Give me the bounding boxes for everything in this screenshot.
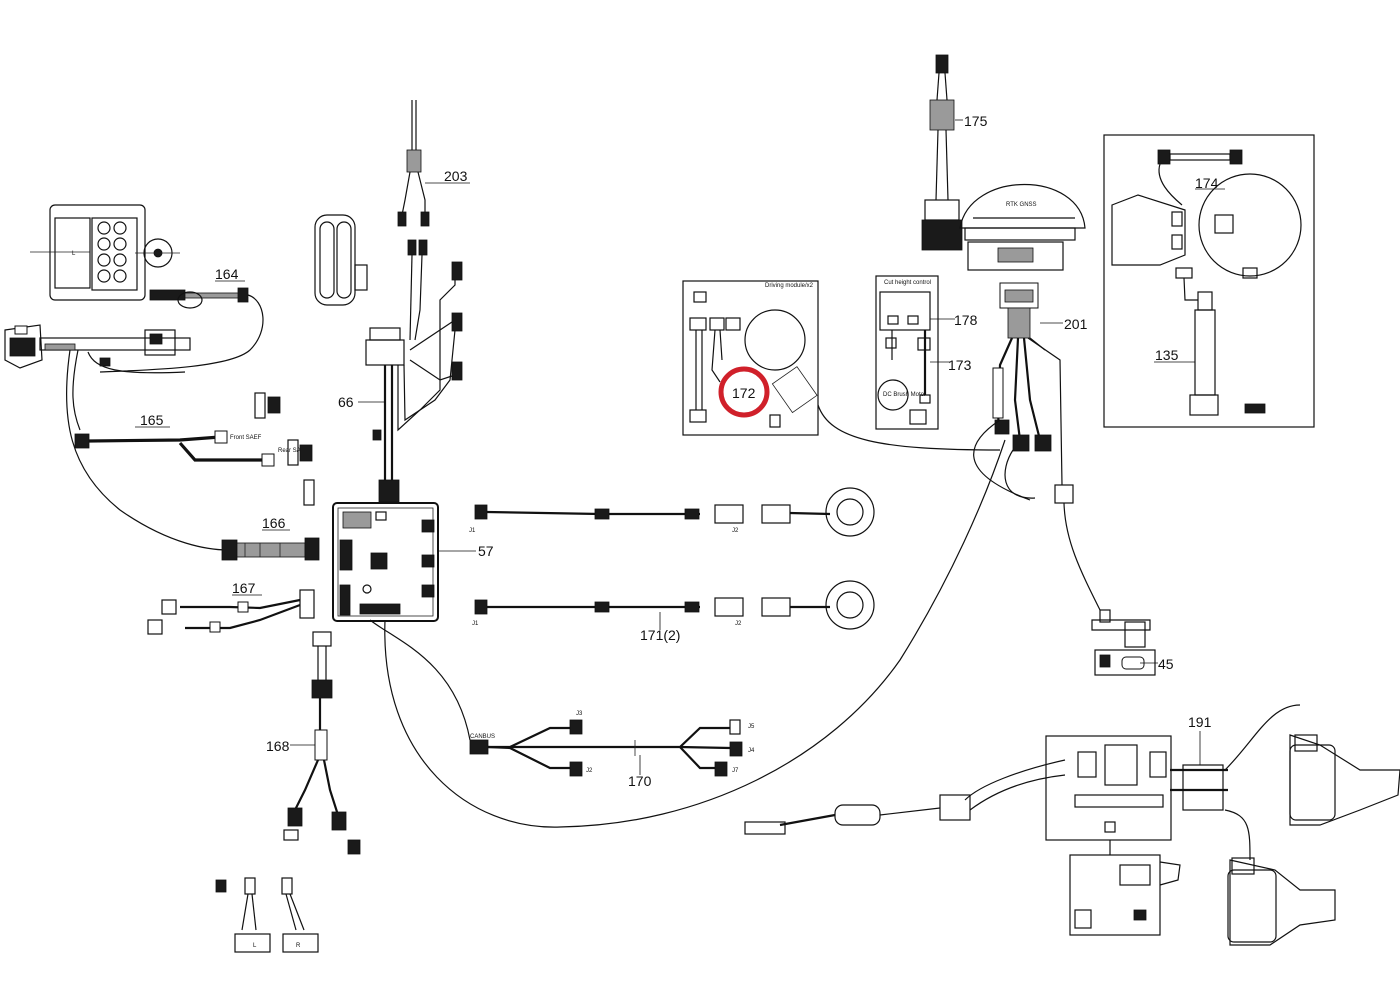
connector-j2-top: J2 xyxy=(732,528,739,534)
connector-j3: J3 xyxy=(576,711,583,717)
connector-j1-bottom: J1 xyxy=(472,621,479,627)
label-173: 173 xyxy=(948,357,972,373)
part-45 xyxy=(1091,609,1156,676)
label-178: 178 xyxy=(954,312,978,328)
label-171: 171(2) xyxy=(640,627,680,643)
driving-module-title: Driving module/x2 xyxy=(765,283,814,289)
long-harness-arc xyxy=(384,439,1006,828)
label-L: L xyxy=(253,943,257,949)
label-191: 191 xyxy=(1188,714,1212,730)
label-166: 166 xyxy=(262,515,286,531)
cable-164 xyxy=(99,287,264,373)
dc-motor-label: DC Brush Motor xyxy=(883,392,926,398)
label-66: 66 xyxy=(338,394,354,410)
label-167: 167 xyxy=(232,580,256,596)
cable-191-assembly xyxy=(744,704,1400,946)
cable-168 xyxy=(283,631,361,855)
left-connector-assembly xyxy=(4,324,229,551)
label-57: 57 xyxy=(478,543,494,559)
connector-j7: J7 xyxy=(732,768,739,774)
label-174: 174 xyxy=(1195,175,1219,191)
inset-driving-module: Driving module/x2 xyxy=(682,280,1001,451)
cable-171-top: J1 J2 xyxy=(469,487,875,537)
label-201: 201 xyxy=(1064,316,1088,332)
rtk-title: RTK GNSS xyxy=(1006,202,1037,208)
label-203: 203 xyxy=(444,168,468,184)
connector-j2-bottom: J2 xyxy=(735,621,742,627)
connector-canbus: CANBUS xyxy=(470,734,495,740)
label-172: 172 xyxy=(732,385,756,401)
connector-j2-170: J2 xyxy=(586,768,593,774)
cut-height-title: Cut height control xyxy=(884,280,931,286)
cable-171-bottom: J1 J2 xyxy=(472,580,875,630)
label-R: R xyxy=(296,943,301,949)
main-harness-66 xyxy=(365,239,463,503)
label-45: 45 xyxy=(1158,656,1174,672)
keypad-display-assembly: L xyxy=(30,204,180,301)
label-135: 135 xyxy=(1155,347,1179,363)
cable-166 xyxy=(221,537,320,561)
connector-j1-top: J1 xyxy=(469,528,476,534)
label-165: 165 xyxy=(140,412,164,428)
cable-170: CANBUS J3 J2 J5 J4 J7 xyxy=(369,619,755,777)
inset-cut-height: Cut height control DC Brush Motor xyxy=(875,275,939,430)
cable-175 xyxy=(921,54,963,251)
svg-text:Front SAEF: Front SAEF xyxy=(230,435,262,441)
label-168: 168 xyxy=(266,738,290,754)
cable-167 xyxy=(147,589,315,635)
left-right-sensor-pair: L R xyxy=(215,877,319,953)
connector-j4: J4 xyxy=(748,748,755,754)
inset-174-135 xyxy=(1103,134,1315,428)
label-170: 170 xyxy=(628,773,652,789)
connector-j5: J5 xyxy=(748,724,755,730)
label-164: 164 xyxy=(215,266,239,282)
rtk-gnss-antenna: RTK GNSS xyxy=(959,183,1086,271)
cable-201 xyxy=(973,282,1101,611)
main-board-57 xyxy=(303,479,439,622)
svg-text:L: L xyxy=(72,251,76,257)
label-175: 175 xyxy=(964,113,988,129)
battery-pack xyxy=(314,214,368,306)
svg-text:Rear SAEF: Rear SAEF xyxy=(278,448,309,454)
cable-203 xyxy=(397,100,430,227)
highlight-circle xyxy=(718,366,770,418)
cable-165: Front SAEF Rear SAEF xyxy=(74,392,313,467)
